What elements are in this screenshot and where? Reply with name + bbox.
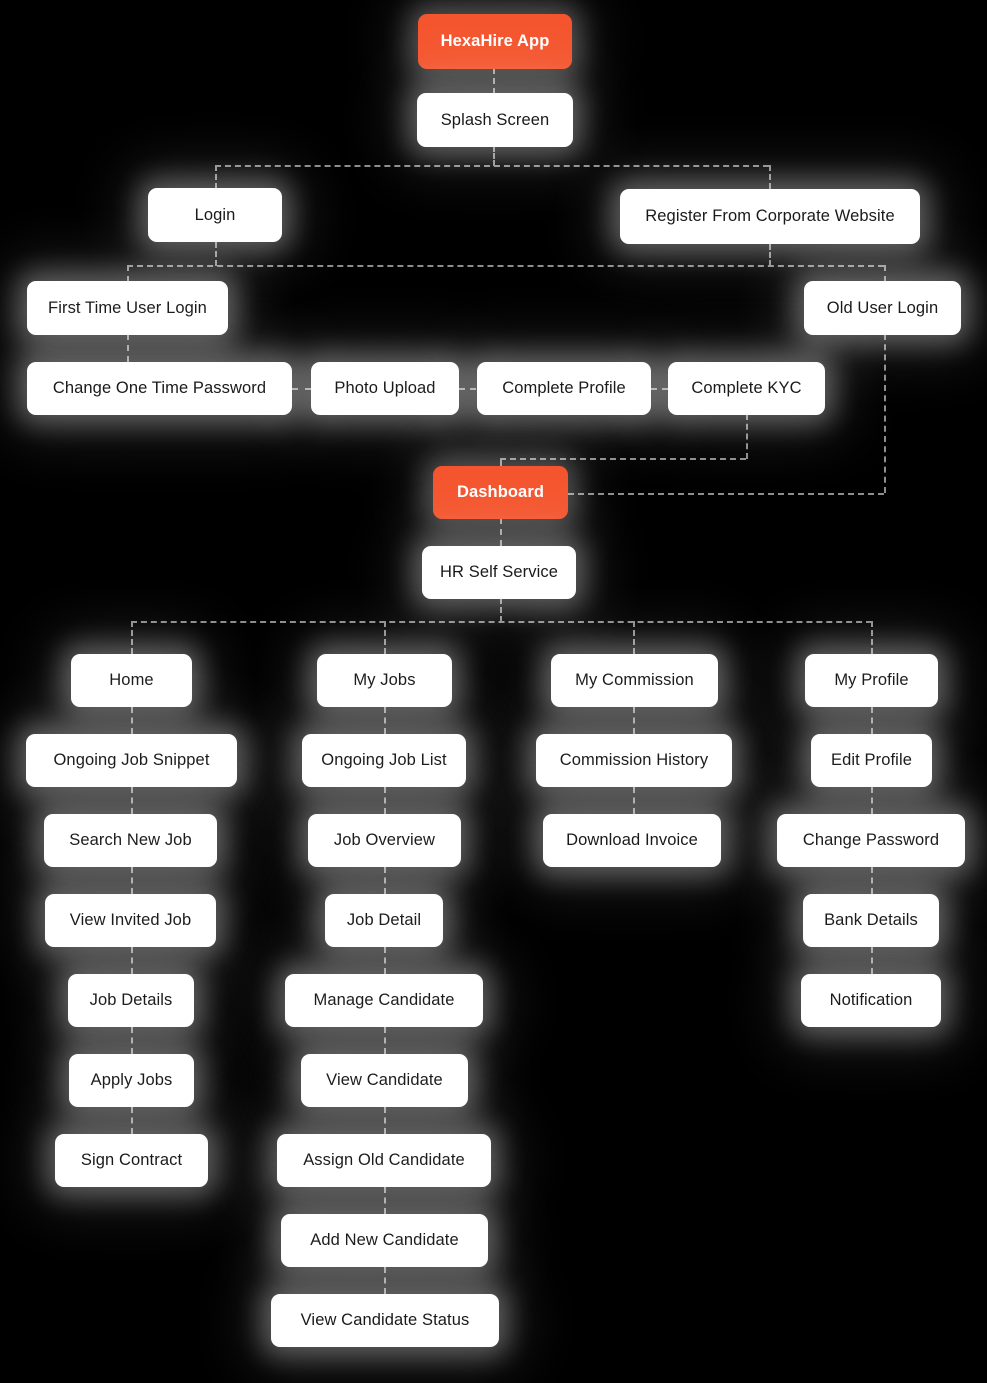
connector-bar-to-register xyxy=(769,165,771,189)
connector-hrss-down xyxy=(500,598,502,622)
node-manage-candidate[interactable]: Manage Candidate xyxy=(285,974,483,1027)
connector-home-chain-4 xyxy=(131,947,133,974)
connector-myjobs-chain-6 xyxy=(384,1107,386,1134)
connector-home-chain-3 xyxy=(131,867,133,894)
node-edit-profile[interactable]: Edit Profile xyxy=(811,734,932,787)
node-ongoing-job-list[interactable]: Ongoing Job List xyxy=(302,734,466,787)
node-job-details[interactable]: Job Details xyxy=(68,974,194,1027)
node-download-invoice[interactable]: Download Invoice xyxy=(543,814,721,867)
node-login[interactable]: Login xyxy=(148,188,282,242)
connector-bar-to-myprofile xyxy=(871,621,873,654)
connector-myjobs-chain-2 xyxy=(384,787,386,814)
connector-myjobs-chain-4 xyxy=(384,947,386,974)
connector-myjobs-chain-3 xyxy=(384,867,386,894)
connector-olduser-to-dashboard xyxy=(568,493,884,495)
connector-myprofile-chain-3 xyxy=(871,867,873,894)
connector-register-down xyxy=(769,244,771,266)
connector-bar-four-columns xyxy=(131,621,872,623)
node-job-overview[interactable]: Job Overview xyxy=(308,814,461,867)
connector-bar-to-home xyxy=(131,621,133,654)
node-complete-profile[interactable]: Complete Profile xyxy=(477,362,651,415)
connector-home-chain-2 xyxy=(131,787,133,814)
connector-bar-to-myjobs xyxy=(384,621,386,654)
connector-dashboard-to-hrss xyxy=(500,518,502,546)
connector-bar-to-login xyxy=(215,165,217,189)
connector-into-dashboard xyxy=(500,458,502,468)
connector-kyc-to-dashboard-top xyxy=(500,458,746,460)
node-photo-upload[interactable]: Photo Upload xyxy=(311,362,459,415)
connector-myprofile-chain-4 xyxy=(871,947,873,974)
connector-completekyc-down xyxy=(746,414,748,459)
node-my-profile[interactable]: My Profile xyxy=(805,654,938,707)
connector-myjobs-chain-8 xyxy=(384,1267,386,1294)
connector-bar-users xyxy=(127,265,884,267)
connector-splash-to-branchbar xyxy=(493,146,495,166)
node-change-one-time-password[interactable]: Change One Time Password xyxy=(27,362,292,415)
node-my-commission[interactable]: My Commission xyxy=(551,654,718,707)
connector-bar-to-olduser xyxy=(884,265,886,282)
connector-olduser-down xyxy=(884,334,886,493)
connector-changeotp-to-photoupload xyxy=(292,388,311,390)
node-my-jobs[interactable]: My Jobs xyxy=(317,654,452,707)
node-first-time-user-login[interactable]: First Time User Login xyxy=(27,281,228,335)
node-old-user-login[interactable]: Old User Login xyxy=(804,281,961,335)
node-bank-details[interactable]: Bank Details xyxy=(803,894,939,947)
connector-completeprofile-to-completekyc xyxy=(651,388,668,390)
connector-app-to-splash xyxy=(493,68,495,94)
connector-home-chain-5 xyxy=(131,1027,133,1054)
connector-myprofile-chain-2 xyxy=(871,787,873,814)
connector-bar-to-mycommission xyxy=(633,621,635,654)
node-notification[interactable]: Notification xyxy=(801,974,941,1027)
node-splash-screen[interactable]: Splash Screen xyxy=(417,93,573,147)
node-change-password[interactable]: Change Password xyxy=(777,814,965,867)
node-commission-history[interactable]: Commission History xyxy=(536,734,732,787)
connector-myjobs-chain-1 xyxy=(384,707,386,734)
node-add-new-candidate[interactable]: Add New Candidate xyxy=(281,1214,488,1267)
node-register-from-corporate-website[interactable]: Register From Corporate Website xyxy=(620,189,920,244)
connector-mycommission-chain-1 xyxy=(633,707,635,734)
node-assign-old-candidate[interactable]: Assign Old Candidate xyxy=(277,1134,491,1187)
connector-bar-login-register xyxy=(215,165,769,167)
node-view-candidate[interactable]: View Candidate xyxy=(301,1054,468,1107)
connector-myjobs-chain-5 xyxy=(384,1027,386,1054)
node-view-candidate-status[interactable]: View Candidate Status xyxy=(271,1294,499,1347)
node-complete-kyc[interactable]: Complete KYC xyxy=(668,362,825,415)
node-home[interactable]: Home xyxy=(71,654,192,707)
connector-photoupload-to-completeprofile xyxy=(459,388,476,390)
connector-login-down xyxy=(215,242,217,266)
node-search-new-job[interactable]: Search New Job xyxy=(44,814,217,867)
node-ongoing-job-snippet[interactable]: Ongoing Job Snippet xyxy=(26,734,237,787)
connector-home-chain-1 xyxy=(131,707,133,734)
connector-home-chain-6 xyxy=(131,1107,133,1134)
node-hexahire-app[interactable]: HexaHire App xyxy=(418,14,572,69)
connector-myprofile-chain-1 xyxy=(871,707,873,734)
node-job-detail[interactable]: Job Detail xyxy=(325,894,443,947)
connector-myjobs-chain-7 xyxy=(384,1187,386,1214)
node-view-invited-job[interactable]: View Invited Job xyxy=(45,894,216,947)
connector-firsttime-to-changeotp xyxy=(127,334,129,362)
node-sign-contract[interactable]: Sign Contract xyxy=(55,1134,208,1187)
node-dashboard[interactable]: Dashboard xyxy=(433,466,568,519)
connector-mycommission-chain-2 xyxy=(633,787,635,814)
node-apply-jobs[interactable]: Apply Jobs xyxy=(69,1054,194,1107)
connector-bar-to-firsttime xyxy=(127,265,129,282)
node-hr-self-service[interactable]: HR Self Service xyxy=(422,546,576,599)
